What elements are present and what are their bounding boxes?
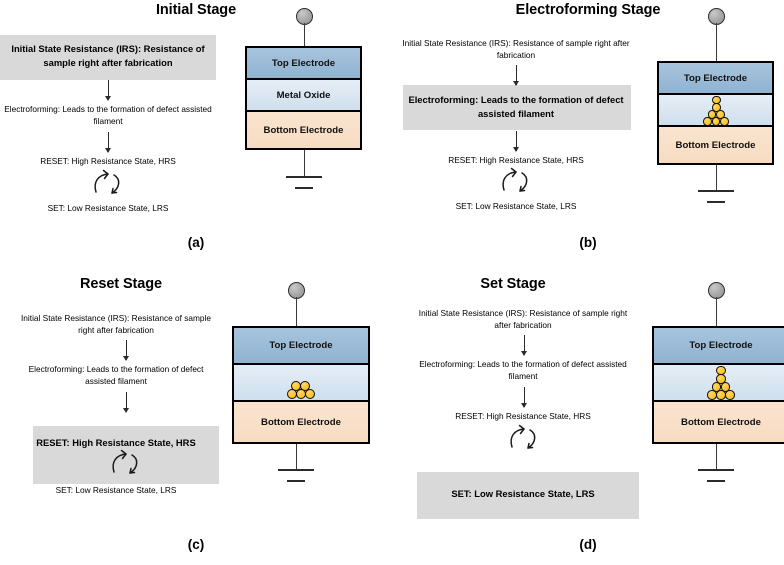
panel-d-top-electrode-label: Top Electrode (689, 340, 753, 351)
panel-b-arrow-2 (512, 131, 519, 152)
panel-c-top-lead (295, 297, 298, 327)
panel-b-step-electroforming: Electroforming: Leads to the formation o… (408, 94, 624, 119)
panel-c-arrow-1 (122, 340, 129, 361)
panel-d-top-electrode: Top Electrode (654, 328, 784, 365)
panel-a-ground-bar-long (286, 176, 322, 178)
panel-a-cycle-icon (86, 168, 130, 198)
panel-a-title: Initial Stage (155, 2, 237, 18)
panel-c-ground-bar-short (287, 480, 305, 482)
panel-d-step-reset: RESET: High Resistance State, HRS (455, 411, 591, 421)
panel-b-top-lead (715, 23, 718, 62)
filament-dot (711, 117, 720, 126)
panel-c-bottom-lead (295, 444, 298, 470)
panel-a-top-lead (303, 23, 306, 47)
panel-d-step-set: SET: Low Resistance State, LRS (451, 488, 595, 499)
panel-initial-stage: Initial Stage Initial State Resistance (… (0, 0, 392, 262)
panel-a-bottom-electrode: Bottom Electrode (247, 112, 360, 148)
panel-b-cycle-icon (494, 166, 538, 196)
panel-a-metal-oxide-label: Metal Oxide (276, 89, 331, 101)
panel-a-arrow-1 (104, 80, 111, 101)
panel-b-caption: (b) (579, 235, 597, 250)
panel-b-ground-bar-long (698, 190, 734, 192)
panel-reset-stage: Reset Stage Initial State Resistance (IR… (0, 262, 392, 565)
panel-c-step-irs: Initial State Resistance (IRS): Resistan… (21, 313, 211, 336)
panel-b-ground-bar-short (707, 201, 725, 203)
panel-b-bottom-electrode: Bottom Electrode (659, 127, 772, 163)
panel-b-arrow-1 (512, 65, 519, 86)
panel-d-device: Top Electrode Bottom Electrode (646, 282, 784, 482)
panel-d-ground-bar-long (698, 469, 734, 471)
panel-d-stack: Top Electrode Bottom Electrode (652, 326, 784, 444)
panel-d-ground-bar-short (707, 480, 725, 482)
panel-b-bottom-electrode-label: Bottom Electrode (675, 139, 756, 151)
panel-a-top-electrode: Top Electrode (247, 48, 360, 80)
panel-a-caption: (a) (187, 235, 205, 250)
panel-c-step-electroforming: Electroforming: Leads to the formation o… (28, 364, 204, 387)
panel-d-step-irs: Initial State Resistance (IRS): Resistan… (418, 308, 628, 331)
panel-a-bottom-electrode-label: Bottom Electrode (263, 124, 344, 136)
panel-a-step-irs: Initial State Resistance (IRS): Resistan… (11, 43, 205, 68)
panel-c-filament (281, 365, 325, 402)
panel-b-filament (697, 95, 741, 127)
panel-b-device: Top Electrode Bottom Electrode (650, 8, 784, 203)
panel-c-device: Top Electrode Bottom Electrode (228, 282, 388, 482)
panel-c-bottom-electrode-label: Bottom Electrode (261, 416, 341, 428)
panel-a-top-electrode-label: Top Electrode (271, 57, 336, 69)
filament-dot (304, 389, 315, 399)
filament-dot (703, 117, 712, 126)
panel-a-ground-bar-short (295, 187, 313, 189)
panel-d-cycle-icon (502, 423, 546, 453)
panel-a-step-electroforming: Electroforming: Leads to the formation o… (4, 104, 212, 127)
panel-b-bottom-lead (715, 165, 718, 191)
panel-a-device: Top Electrode Metal Oxide Bottom Electro… (240, 8, 390, 193)
panel-c-top-electrode: Top Electrode (234, 328, 368, 365)
panel-d-title: Set Stage (480, 276, 546, 292)
panel-d-bottom-electrode: Bottom Electrode (654, 402, 784, 442)
panel-a-stack: Top Electrode Metal Oxide Bottom Electro… (245, 46, 362, 150)
panel-c-ground-bar-long (278, 469, 314, 471)
panel-a-arrow-2 (104, 132, 111, 153)
panel-c-arrow-2 (122, 392, 129, 413)
panel-c-cycle-icon (104, 448, 148, 478)
panel-b-top-electrode: Top Electrode (659, 63, 772, 95)
panel-a-metal-oxide: Metal Oxide (247, 80, 360, 112)
panel-c-top-electrode-label: Top Electrode (269, 340, 333, 351)
panel-d-step-electroforming: Electroforming: Leads to the formation o… (419, 359, 627, 382)
panel-d-top-lead (715, 297, 718, 327)
filament-dot (725, 390, 735, 400)
panel-d-highlight-box (417, 472, 639, 519)
panel-b-top-electrode-label: Top Electrode (683, 72, 748, 84)
panel-b-title: Electroforming Stage (515, 2, 661, 18)
panel-d-bottom-electrode-label: Bottom Electrode (681, 416, 761, 428)
panel-d-filament (701, 365, 745, 402)
panel-c-title: Reset Stage (80, 276, 162, 292)
panel-b-highlight-box (403, 85, 631, 130)
panel-d-bottom-lead (715, 444, 718, 470)
panel-c-stack: Top Electrode Bottom Electrode (232, 326, 370, 444)
panel-b-step-irs: Initial State Resistance (IRS): Resistan… (402, 38, 630, 61)
panel-set-stage: Set Stage Initial State Resistance (IRS)… (392, 262, 784, 565)
panel-a-step-reset: RESET: High Resistance State, HRS (40, 156, 176, 166)
panel-d-caption: (d) (579, 537, 597, 552)
panel-c-step-set: SET: Low Resistance State, LRS (55, 485, 177, 495)
panel-a-highlight-box (0, 35, 216, 80)
panel-a-step-set: SET: Low Resistance State, LRS (47, 203, 169, 213)
filament-dot (720, 117, 729, 126)
panel-d-arrow-1 (520, 335, 527, 356)
panel-b-step-reset: RESET: High Resistance State, HRS (448, 155, 584, 165)
panel-b-step-set: SET: Low Resistance State, LRS (455, 201, 577, 211)
panel-a-bottom-lead (303, 150, 306, 177)
panel-c-bottom-electrode: Bottom Electrode (234, 402, 368, 442)
panel-c-step-reset: RESET: High Resistance State, HRS (36, 437, 196, 448)
panel-electroforming-stage: Electroforming Stage Initial State Resis… (392, 0, 784, 262)
panel-d-arrow-2 (520, 387, 527, 408)
panel-c-caption: (c) (187, 537, 205, 552)
panel-b-stack: Top Electrode Bottom Electrode (657, 61, 774, 165)
